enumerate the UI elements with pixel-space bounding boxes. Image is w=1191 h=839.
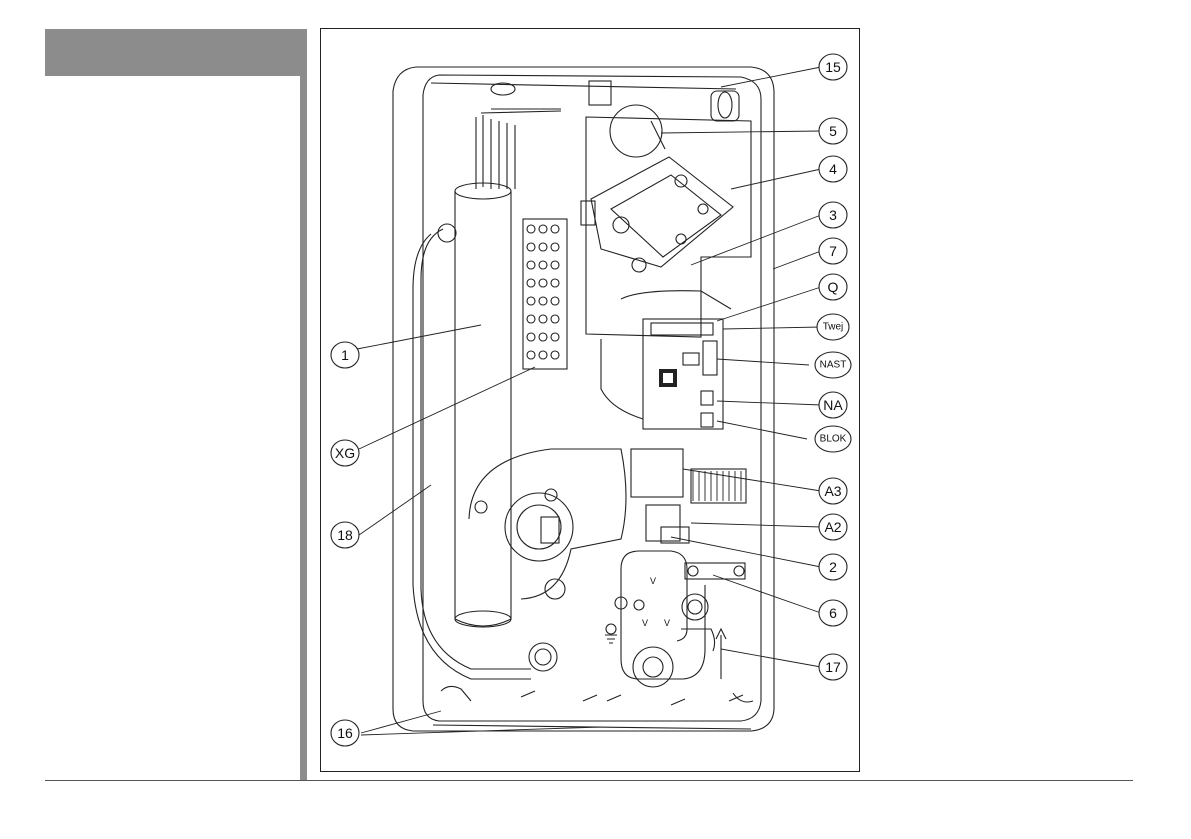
callout-A3 [818, 477, 848, 505]
callout-16 [330, 719, 360, 747]
housing-outline [392, 66, 775, 732]
flow-sensor [504, 492, 574, 562]
callout-NAST [814, 351, 852, 379]
callout-1 [330, 341, 360, 369]
callout-6 [818, 599, 848, 627]
label-15: 15 [825, 59, 841, 75]
control-board [642, 318, 724, 430]
housing-inner [422, 74, 762, 722]
bottom-rule [45, 780, 1133, 781]
label-17: 17 [825, 659, 841, 675]
label-6: 6 [829, 605, 837, 621]
heater-tank [454, 191, 512, 627]
terminal-block [522, 218, 568, 370]
label-4: 4 [829, 161, 837, 177]
callout-15 [818, 53, 848, 81]
thermostat-box [590, 156, 734, 268]
label-3: 3 [829, 207, 837, 223]
callout-NA [818, 391, 848, 419]
callout-2 [818, 553, 848, 581]
label-Q: Q [828, 279, 839, 295]
dial [609, 104, 663, 158]
label-7: 7 [829, 243, 837, 259]
callout-4 [818, 155, 848, 183]
panel-mark-v2: V [642, 618, 648, 628]
callout-BLOK [814, 425, 852, 453]
heater-diagram: 15 5 4 3 7 Q Twej NAST NA BLOK A3 A2 2 6… [330, 53, 852, 747]
label-18: 18 [337, 527, 353, 543]
label-5: 5 [829, 123, 837, 139]
label-2: 2 [829, 559, 837, 575]
panel-mark-v3: V [664, 618, 670, 628]
figure-frame: 15 5 4 3 7 Q Twej NAST NA BLOK A3 A2 2 6… [320, 28, 860, 772]
label-XG: XG [335, 445, 355, 461]
side-rule [300, 76, 307, 781]
callout-17 [818, 653, 848, 681]
callout-A2 [818, 513, 848, 541]
label-NAST: NAST [820, 360, 847, 371]
callout-7 [818, 237, 848, 265]
inlet-pipe [420, 228, 531, 670]
header-bar [45, 29, 307, 76]
label-A2: A2 [824, 519, 841, 535]
callout-Twej [816, 313, 850, 341]
label-Twej: Twej [823, 322, 844, 333]
label-A3: A3 [824, 483, 841, 499]
label-16: 16 [337, 725, 353, 741]
label-BLOK: BLOK [820, 434, 847, 445]
callout-18 [330, 521, 360, 549]
water-manifold [620, 550, 688, 642]
callout-Q [818, 273, 848, 301]
callout-XG [330, 439, 360, 467]
solenoid-block [630, 448, 684, 498]
label-1: 1 [341, 347, 349, 363]
callout-5 [818, 117, 848, 145]
panel-mark-v1: V [650, 576, 656, 586]
callout-3 [818, 201, 848, 229]
label-NA: NA [823, 397, 843, 413]
